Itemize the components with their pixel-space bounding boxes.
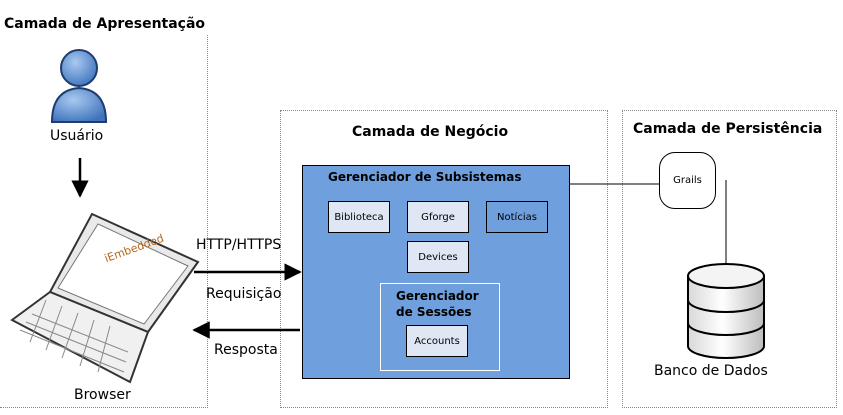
session-manager-box [380,283,500,371]
business-layer-box [280,110,608,408]
grails-node: Grails [659,152,716,209]
laptop-icon [10,212,200,384]
grails-label: Grails [673,175,702,186]
business-layer-title: Camada de Negócio [352,124,509,140]
browser-label: Browser [74,387,131,403]
module-devices: Devices [407,241,469,273]
user-label: Usuário [50,128,104,144]
database-label: Banco de Dados [654,363,768,379]
database-icon [687,263,765,359]
response-label: Resposta [214,342,278,358]
protocol-label: HTTP/HTTPS [196,237,282,253]
request-label: Requisição [206,286,282,302]
session-manager-title-line2: de Sessões [396,305,472,319]
user-icon [50,49,108,123]
module-gforge: Gforge [407,201,469,233]
presentation-layer-title: Camada de Apresentação [4,16,206,32]
subsystems-manager-title: Gerenciador de Subsistemas [328,170,522,184]
persistence-layer-title: Camada de Persistência [633,121,823,137]
accounts-box: Accounts [406,325,468,357]
presentation-layer-box [0,35,208,408]
session-manager-title-line1: Gerenciador [396,289,479,303]
persistence-layer-box [622,110,837,408]
module-noticias: Notícias [486,201,548,233]
module-biblioteca: Biblioteca [328,201,390,233]
